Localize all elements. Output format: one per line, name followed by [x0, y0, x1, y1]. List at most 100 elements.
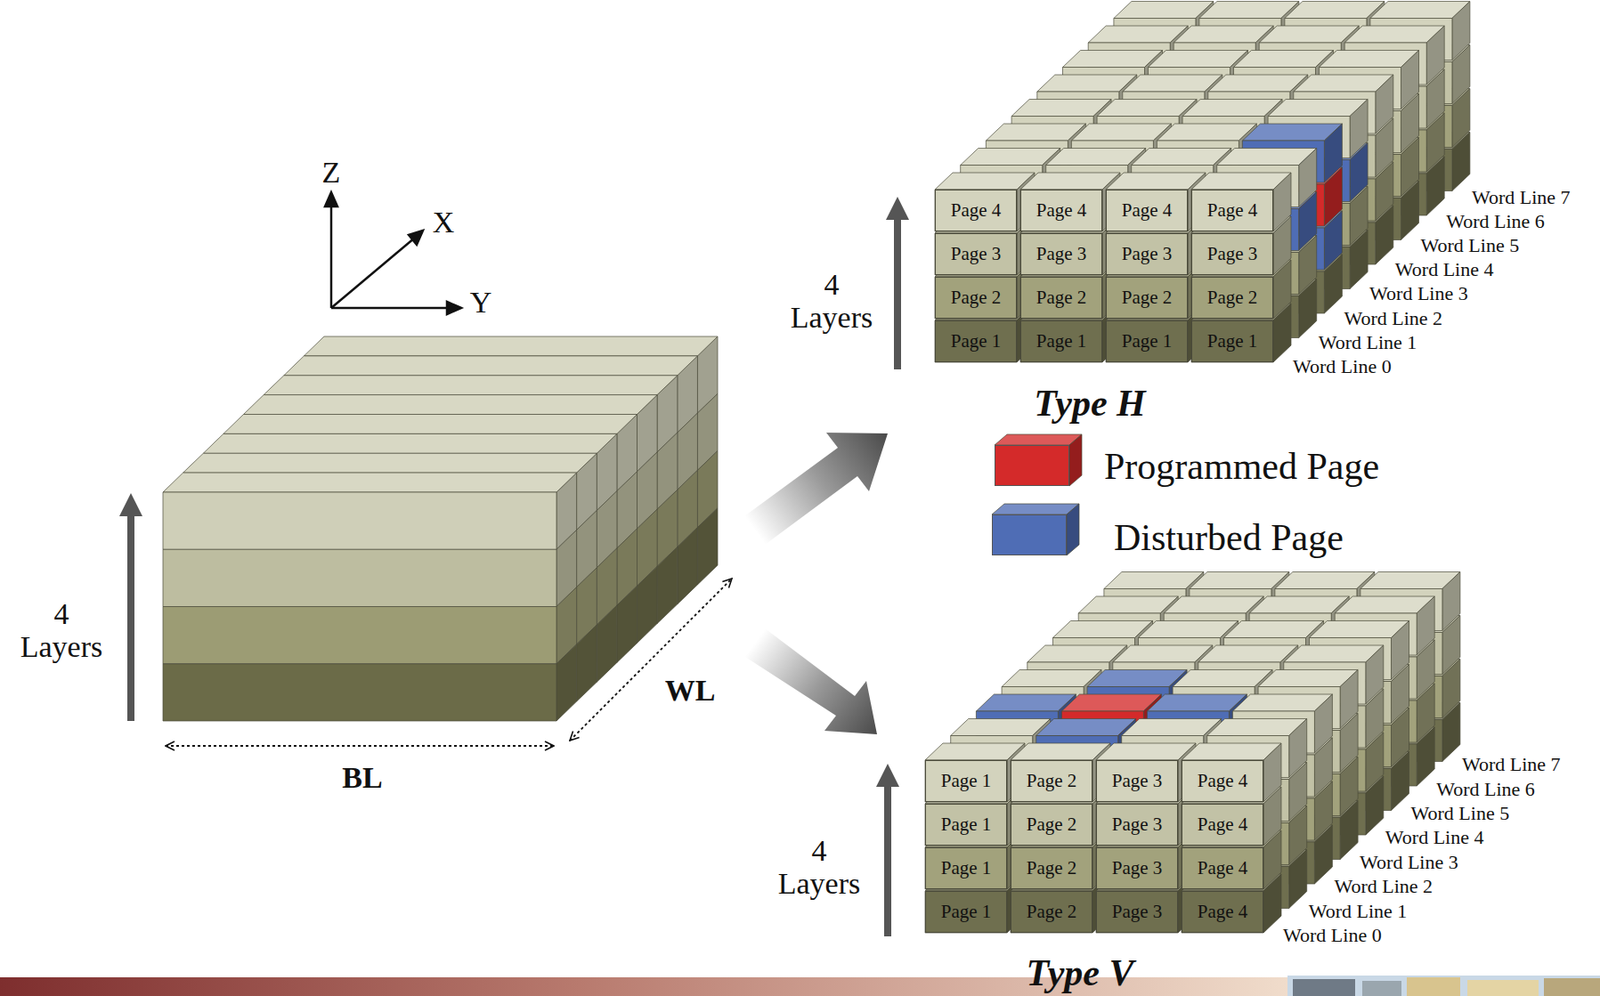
- page-cell: Page 3: [1020, 233, 1103, 276]
- page-cell: Page 4: [1181, 891, 1264, 934]
- word-line-label: Word Line 1: [1308, 901, 1408, 923]
- cube-front: [1191, 320, 1274, 363]
- page-cell: Page 1: [1020, 320, 1103, 363]
- page-label: Page 4: [1207, 199, 1259, 222]
- cube-side: [1299, 148, 1317, 208]
- swatch-top: [991, 503, 1080, 515]
- legend-text: Programmed Page: [1104, 446, 1380, 488]
- page-cell: Page 4: [1181, 804, 1264, 846]
- page-cell: Page 1: [925, 847, 1008, 890]
- axis-label: X: [432, 205, 455, 239]
- axis-label: Z: [322, 155, 342, 189]
- page-label: Page 1: [941, 770, 992, 793]
- page-label: Page 1: [1036, 330, 1088, 353]
- word-line-label: Word Line 2: [1343, 308, 1443, 330]
- cube-front: [1020, 189, 1103, 232]
- cube-front: [934, 233, 1017, 276]
- page-cell: Page 3: [934, 233, 1017, 276]
- cube-front: [1191, 276, 1274, 319]
- page-label: Page 3: [1112, 813, 1163, 837]
- block-front: [162, 492, 557, 550]
- word-line-label: Word Line 5: [1411, 803, 1511, 825]
- block-front: [162, 549, 557, 607]
- cube-side: [1426, 25, 1445, 85]
- block-side: [677, 527, 699, 605]
- page-label: Page 2: [1026, 857, 1078, 880]
- cube-front: [1191, 233, 1274, 276]
- page-label: Page 4: [1197, 901, 1249, 924]
- swatch-side: [1066, 503, 1080, 556]
- layer-arrow: [119, 196, 910, 937]
- page-cell: Page 3: [1096, 804, 1178, 846]
- word-line-label: Word Line 7: [1471, 186, 1571, 209]
- cube-side: [1365, 645, 1384, 705]
- cube-front: [1105, 233, 1188, 276]
- block-side: [576, 625, 598, 702]
- cube-front: [925, 804, 1008, 846]
- cube-array: [934, 1, 1471, 364]
- page-cell: Page 2: [1105, 276, 1188, 319]
- page-label: Page 1: [950, 330, 1002, 353]
- page-label: Page 4: [1197, 813, 1249, 837]
- legend-text: Disturbed Page: [1113, 517, 1344, 559]
- block-front: [162, 664, 557, 722]
- word-line-label: Word Line 4: [1395, 259, 1495, 281]
- layer-count: 4 Layers: [20, 597, 104, 665]
- page-label: Page 3: [1121, 243, 1173, 266]
- page-cell: Page 1: [925, 804, 1008, 846]
- legend-swatch-shading: [991, 503, 1080, 556]
- cube-side: [1314, 694, 1332, 754]
- page-label: Page 3: [1112, 857, 1163, 880]
- cube-front: [1105, 189, 1188, 232]
- block-top: [223, 414, 638, 435]
- page-label: Page 1: [941, 813, 992, 837]
- word-line-label: Word Line 4: [1385, 827, 1485, 849]
- cube-front: [1181, 891, 1264, 934]
- page-cell: Page 4: [1191, 189, 1274, 232]
- page-label: Page 2: [1036, 286, 1088, 309]
- block-side: [556, 644, 577, 722]
- page-cell: Page 1: [1105, 320, 1188, 363]
- block-side: [617, 585, 638, 663]
- legend-swatch: [994, 445, 1070, 487]
- page-label: Page 1: [1207, 330, 1259, 353]
- cube-front: [1096, 760, 1178, 803]
- page-label: Page 3: [1112, 901, 1163, 924]
- cube-front: [934, 189, 1017, 232]
- page-label: Page 4: [1036, 199, 1088, 222]
- cube-side: [1289, 719, 1308, 779]
- legend-swatch: [991, 514, 1067, 556]
- cube-front: [1105, 320, 1188, 363]
- page-cell: Page 2: [1010, 847, 1093, 890]
- block-top: [284, 356, 699, 376]
- page-label: Page 1: [1121, 330, 1173, 353]
- cube-side: [1349, 99, 1368, 159]
- cube-front: [1010, 760, 1093, 803]
- block-side: [657, 547, 678, 625]
- page-cell: Page 2: [1010, 891, 1093, 934]
- page-cell: Page 4: [1181, 760, 1264, 803]
- swatch-top: [994, 434, 1082, 446]
- page-cell: Page 4: [934, 189, 1017, 232]
- cube-side: [1340, 670, 1358, 730]
- page-cell: Page 1: [1191, 320, 1274, 363]
- cube-front: [925, 760, 1008, 803]
- word-line-label: Word Line 1: [1318, 332, 1418, 354]
- cube-side: [1391, 621, 1410, 681]
- cube-side: [1442, 572, 1461, 632]
- panel-title: Type H: [1033, 382, 1146, 424]
- page-cell: Page 1: [934, 320, 1017, 363]
- transition-arrow: [744, 432, 888, 545]
- cube-side: [1323, 123, 1342, 183]
- page-label: Page 3: [1112, 770, 1163, 793]
- block-top: [263, 375, 678, 396]
- cube-front: [925, 891, 1008, 934]
- page-label: Page 3: [1207, 243, 1259, 266]
- block-front: [162, 607, 557, 665]
- page-label: Page 2: [1121, 286, 1173, 309]
- page-label: Page 2: [1026, 901, 1078, 924]
- page-label: Page 4: [950, 199, 1002, 222]
- transition-arrow: [745, 628, 878, 735]
- page-cell: Page 4: [1020, 189, 1103, 232]
- dimension-label: WL: [665, 674, 716, 707]
